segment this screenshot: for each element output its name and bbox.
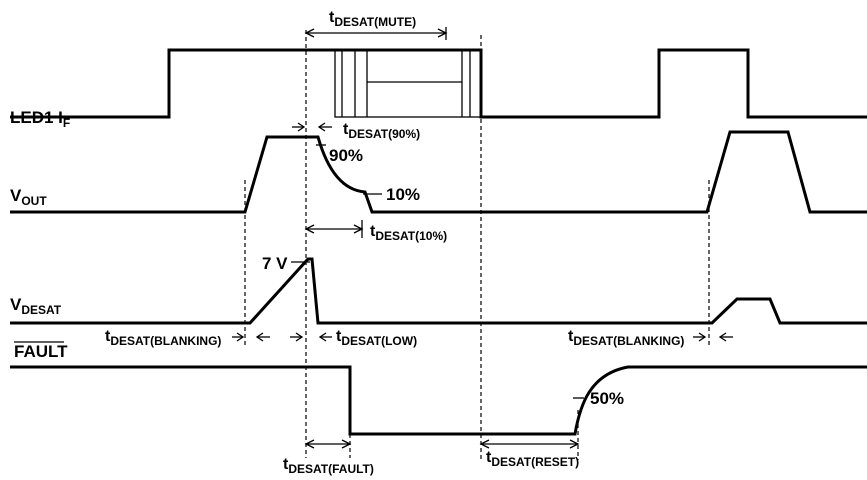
reset-arrowhead-left	[479, 439, 490, 449]
blanking1-arrowhead-right	[255, 332, 264, 342]
led1-waveform	[10, 48, 867, 119]
reset-arrowhead-right	[569, 439, 580, 449]
label-t-desat-10: tDESAT(10%)	[370, 223, 447, 243]
t10-arrowhead-left	[304, 224, 315, 234]
fault-waveform	[10, 365, 867, 436]
label-t-desat-mute: tDESAT(MUTE)	[329, 9, 416, 29]
blanking2-arrowhead-right	[718, 332, 727, 342]
blanking2-arrowhead-left	[698, 332, 707, 342]
annotation-10-percent: 10%	[386, 185, 420, 204]
led1-mute-box	[334, 49, 482, 118]
annotation-7v: 7 V	[262, 254, 288, 273]
label-t-desat-90: tDESAT(90%)	[343, 121, 420, 141]
led1-label: LED1 IF	[10, 108, 70, 130]
blanking1-arrowhead-left	[236, 332, 245, 342]
label-t-desat-fault: tDESAT(FAULT)	[283, 456, 374, 476]
vdesat-label: VDESAT	[10, 295, 62, 317]
fault-label: FAULT	[14, 342, 68, 361]
vdesat-waveform	[10, 257, 867, 325]
low-arrowhead-right	[318, 332, 327, 342]
label-t-desat-blanking-2: tDESAT(BLANKING)	[568, 328, 684, 348]
annotation-90-percent: 90%	[329, 146, 363, 165]
vout-label: VOUT	[10, 186, 47, 208]
label-t-desat-reset: tDESAT(RESET)	[486, 449, 579, 469]
t90-arrowhead-left	[297, 122, 306, 132]
vout-waveform	[10, 130, 867, 214]
fault-arrowhead-right	[341, 439, 352, 449]
label-t-desat-blanking-1: tDESAT(BLANKING)	[105, 328, 221, 348]
fault-arrowhead-left	[304, 439, 315, 449]
low-arrowhead-left	[295, 332, 304, 342]
annotation-50-percent: 50%	[590, 389, 624, 408]
t90-arrowhead-right	[317, 122, 326, 132]
mute-arrowhead-left	[304, 28, 315, 38]
label-t-desat-low: tDESAT(LOW)	[336, 328, 417, 348]
